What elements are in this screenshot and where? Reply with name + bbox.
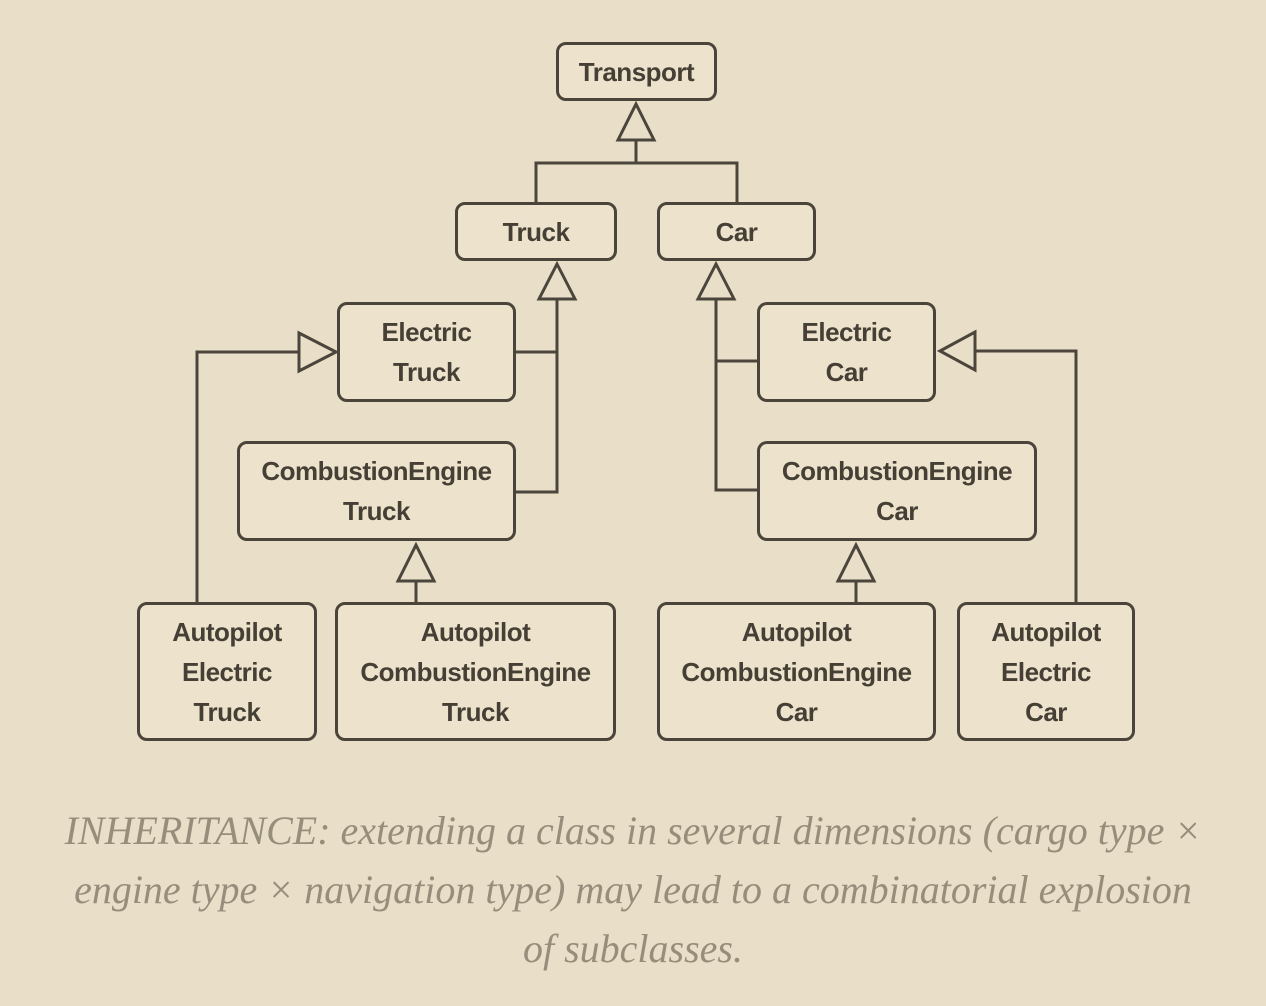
inheritance-triangle-icon — [615, 100, 657, 142]
inheritance-triangle-icon — [936, 329, 977, 373]
class-box-autopilot-combustion-engine-truck: Autopilot CombustionEngine Truck — [335, 602, 616, 741]
edge-autopilot-electric-car-to-electric-car — [936, 329, 1078, 602]
edge-line — [195, 350, 299, 602]
edge-autopilot-combustion-car-to-combustion-car — [835, 541, 877, 603]
class-box-car-label: Car — [715, 216, 758, 247]
class-box-transport: Transport — [556, 42, 717, 101]
inheritance-triangle-icon — [835, 541, 877, 583]
inheritance-triangle-icon — [297, 330, 340, 374]
edge-line — [534, 141, 739, 203]
class-box-autopilot-combustion-engine-car: Autopilot CombustionEngine Car — [657, 602, 936, 741]
class-box-electric-truck: Electric Truck — [337, 302, 516, 402]
class-box-car: Car — [657, 202, 816, 261]
class-box-autopilot-combustion-engine-truck-label: Autopilot CombustionEngine Truck — [360, 616, 591, 727]
class-box-truck: Truck — [455, 202, 617, 261]
figure-caption-line: INHERITANCE: extending a class in severa… — [64, 808, 1202, 853]
edge-line — [975, 349, 1078, 602]
figure-caption-line: engine type × navigation type) may lead … — [74, 867, 1192, 912]
class-box-autopilot-electric-truck-label: Autopilot Electric Truck — [172, 616, 282, 727]
inheritance-triangle-icon — [395, 541, 437, 583]
class-box-transport-label: Transport — [578, 56, 695, 87]
edge-line — [516, 299, 559, 494]
class-box-autopilot-combustion-engine-car-label: Autopilot CombustionEngine Car — [681, 616, 912, 727]
class-box-truck-label: Truck — [502, 216, 570, 247]
figure-caption-line: of subclasses. — [523, 926, 743, 971]
edge-autopilot-electric-truck-to-electric-truck — [195, 330, 340, 602]
class-box-combustion-engine-car: CombustionEngine Car — [757, 441, 1037, 541]
edge-electric-combustion-to-truck — [516, 260, 578, 494]
edge-truck-car-to-transport — [534, 100, 739, 203]
class-box-combustion-engine-truck-label: CombustionEngine Truck — [261, 456, 492, 526]
class-box-combustion-engine-car-label: CombustionEngine Car — [781, 456, 1013, 526]
class-box-electric-car-label: Electric Car — [801, 317, 892, 387]
edge-autopilot-combustion-truck-to-combustion-truck — [395, 541, 437, 603]
class-box-autopilot-electric-car: Autopilot Electric Car — [957, 602, 1135, 741]
class-box-autopilot-electric-truck: Autopilot Electric Truck — [137, 602, 317, 741]
class-box-electric-truck-label: Electric Truck — [381, 317, 472, 387]
edge-line — [714, 299, 757, 492]
class-box-combustion-engine-truck: CombustionEngine Truck — [237, 441, 516, 541]
class-box-electric-car: Electric Car — [757, 302, 936, 402]
edge-electric-combustion-to-car — [695, 260, 757, 492]
figure-caption: INHERITANCE: extending a class in severa… — [0, 801, 1266, 978]
inheritance-triangle-icon — [536, 260, 578, 301]
inheritance-triangle-icon — [695, 260, 737, 301]
class-box-autopilot-electric-car-label: Autopilot Electric Car — [991, 616, 1101, 727]
